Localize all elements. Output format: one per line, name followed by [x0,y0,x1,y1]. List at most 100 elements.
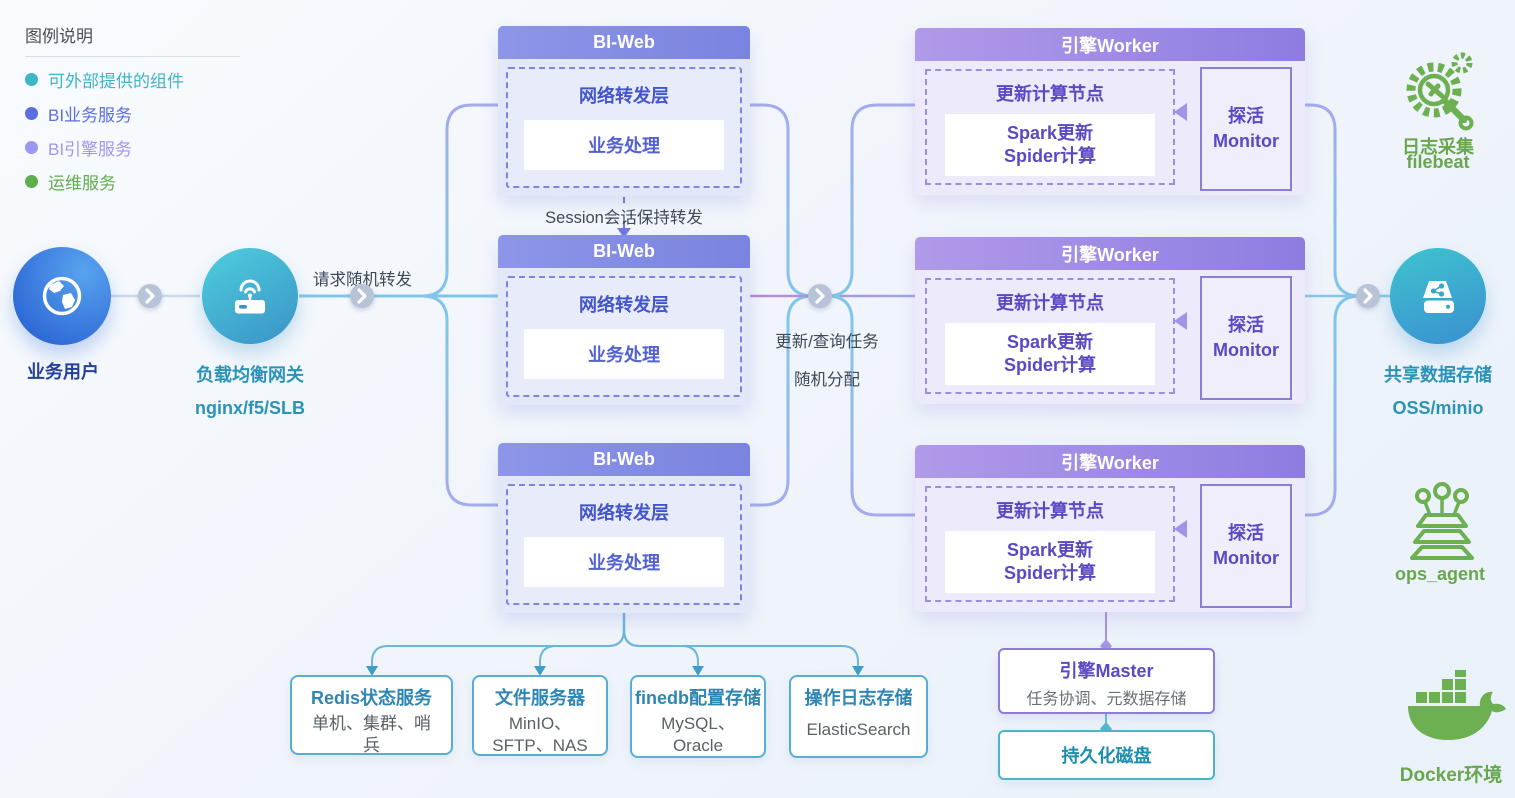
legend-dot-ops [25,175,38,188]
business-process-box: 业务处理 [524,120,724,170]
spark-update-label: Spark更新 [1006,331,1094,352]
network-forward-layer-label: 网络转发层 [579,295,669,315]
persistent-disk-box: 持久化磁盘 [998,730,1215,780]
monitor-label-cn: 探活 [1228,522,1264,543]
business-user-label: 业务用户 [27,362,99,382]
legend-item-external: 可外部提供的组件 [25,67,240,92]
legend-label: BI业务服务 [48,106,133,125]
globe-icon [42,276,82,316]
network-forward-layer: 网络转发层 业务处理 [506,276,742,397]
chevron-right-icon [1363,288,1373,304]
update-compute-node-label: 更新计算节点 [996,501,1104,521]
store-body: MySQL、Oracle [661,714,735,756]
biweb-box-1: BI-Web 网络转发层 业务处理 [498,26,750,196]
session-forward-label: Session会话保持转发 [545,209,703,227]
legend-label: BI引擎服务 [48,140,133,159]
engine-worker-box-1: 引擎Worker 更新计算节点 Spark更新 Spider计算 探活 Moni… [915,28,1305,195]
legend: 图例说明 可外部提供的组件 BI业务服务 BI引擎服务 运维服务 [25,22,240,203]
legend-item-bi-engine: BI引擎服务 [25,135,240,160]
business-user-node [13,247,111,345]
store-body: ElasticSearch [806,720,911,739]
docker-icon [1398,666,1508,761]
load-balancer-node [202,248,298,344]
load-balancer-sublabel: nginx/f5/SLB [194,398,305,418]
shared-storage-node [1390,248,1486,344]
engine-worker-box-3: 引擎Worker 更新计算节点 Spark更新 Spider计算 探活 Moni… [915,445,1305,612]
legend-item-ops: 运维服务 [25,169,240,194]
legend-label: 可外部提供的组件 [48,72,184,91]
shared-storage-sublabel: OSS/minio [1392,398,1484,418]
spark-spider-box: Spark更新 Spider计算 [945,114,1155,176]
load-balancer-label: 负载均衡网关 [196,365,304,385]
monitor-label-en: Monitor [1213,340,1279,360]
triangle-left-icon [1174,312,1187,330]
docker-env-label: Docker环境 [1399,765,1503,786]
request-forward-label: 请求随机转发 [313,271,412,289]
legend-dot-bi-business [25,107,38,120]
biweb-box-3: BI-Web 网络转发层 业务处理 [498,443,750,613]
filebeat-label: filebeat [1406,152,1470,172]
flow-arrow-badge [138,284,162,308]
monitor-box: 探活 Monitor [1200,484,1292,608]
biweb-header: BI-Web [498,443,750,476]
monitor-label-cn: 探活 [1228,105,1264,126]
chevron-right-icon [145,288,155,304]
finedb-store-box: finedb配置存储 MySQL、Oracle [630,675,766,758]
router-icon [235,279,265,314]
ops-agent-label: ops_agent [1394,564,1486,584]
spider-compute-label: Spider计算 [1003,146,1096,166]
dispatch-label-line2: 随机分配 [794,371,860,389]
store-title: 操作日志存储 [804,688,913,708]
store-body: 单机、集群、哨兵 [312,714,431,756]
log-collect-label: 日志采集 [1402,137,1474,157]
redis-store-box: Redis状态服务 单机、集群、哨兵 [290,675,453,755]
ops-agent-icon [1400,482,1484,569]
store-body: MinIO、SFTP、NAS [492,714,588,756]
legend-title: 图例说明 [25,27,93,46]
legend-dot-bi-engine [25,141,38,154]
engine-worker-box-2: 引擎Worker 更新计算节点 Spark更新 Spider计算 探活 Moni… [915,237,1305,404]
oplog-store-box: 操作日志存储 ElasticSearch [789,675,928,758]
network-forward-layer: 网络转发层 业务处理 [506,484,742,605]
legend-dot-external [25,73,38,86]
store-title: 文件服务器 [495,688,585,708]
flow-arrow-badge [808,284,832,308]
network-forward-layer: 网络转发层 业务处理 [506,67,742,188]
chevron-right-icon [357,288,367,304]
monitor-label-cn: 探活 [1228,314,1264,335]
triangle-left-icon [1174,520,1187,538]
biweb-header: BI-Web [498,26,750,59]
engine-worker-header: 引擎Worker [915,237,1305,270]
store-title: finedb配置存储 [635,688,761,708]
update-compute-node-label: 更新计算节点 [996,293,1104,313]
network-forward-layer-label: 网络转发层 [579,503,669,523]
triangle-left-icon [1174,103,1187,121]
shared-storage-label: 共享数据存储 [1384,365,1492,385]
monitor-label-en: Monitor [1213,548,1279,568]
update-compute-node: 更新计算节点 Spark更新 Spider计算 [925,486,1175,602]
monitor-label-en: Monitor [1213,131,1279,151]
spark-update-label: Spark更新 [1006,122,1094,143]
chevron-right-icon [815,288,825,304]
dispatch-label-line1: 更新/查询任务 [775,333,879,351]
engine-worker-header: 引擎Worker [915,28,1305,61]
network-forward-layer-label: 网络转发层 [579,86,669,106]
flow-arrow-badge [350,284,374,308]
storage-share-icon [1423,281,1454,313]
spark-update-label: Spark更新 [1006,539,1094,560]
business-process-box: 业务处理 [524,537,724,587]
legend-item-bi-business: BI业务服务 [25,101,240,126]
filebeat-icon [1398,46,1484,137]
engine-worker-header: 引擎Worker [915,445,1305,478]
engine-master-subtitle: 任务协调、元数据存储 [1026,691,1187,708]
update-compute-node-label: 更新计算节点 [996,84,1104,104]
spark-spider-box: Spark更新 Spider计算 [945,531,1155,593]
update-compute-node: 更新计算节点 Spark更新 Spider计算 [925,278,1175,394]
flow-arrow-badge [1356,284,1380,308]
engine-master-title: 引擎Master [1059,661,1154,681]
legend-label: 运维服务 [48,174,116,193]
monitor-box: 探活 Monitor [1200,276,1292,400]
biweb-header: BI-Web [498,235,750,268]
